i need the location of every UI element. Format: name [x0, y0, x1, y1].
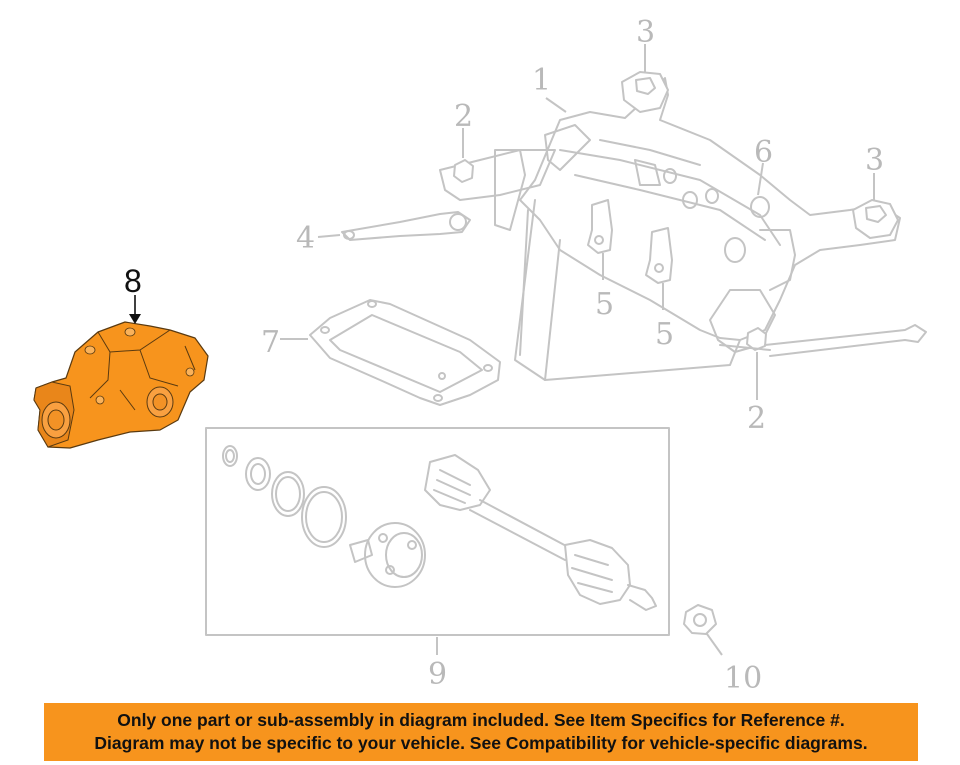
- disclaimer-line-2: Diagram may not be specific to your vehi…: [94, 733, 868, 753]
- callout-8: 8: [124, 263, 142, 299]
- cover-plate: [309, 299, 501, 406]
- leader-lines: [129, 44, 875, 656]
- callout-2-lower: 2: [747, 401, 766, 436]
- callout-5-left: 5: [595, 287, 614, 322]
- mount-bushing-right: [852, 199, 899, 239]
- disclaimer-line-1: Only one part or sub-assembly in diagram…: [117, 710, 845, 730]
- callout-labels: 1 2 3 3 6 4 5 5 7 2 9 10 8: [124, 15, 884, 696]
- lateral-rod: [719, 324, 927, 357]
- axle-kit-box: [205, 427, 670, 636]
- bolt-lower: [746, 327, 767, 351]
- callout-9: 9: [428, 657, 447, 692]
- cv-joint: [349, 522, 426, 588]
- mount-bushing-top: [621, 71, 669, 113]
- drive-shaft: [424, 454, 657, 611]
- differential-highlighted: [33, 321, 209, 449]
- disclaimer-banner: Only one part or sub-assembly in diagram…: [44, 703, 918, 761]
- axle-nut: [683, 604, 717, 635]
- trailing-arm: [341, 211, 471, 241]
- bolt-upper-left: [453, 159, 474, 183]
- callout-10: 10: [724, 661, 762, 696]
- callout-3-right: 3: [865, 143, 884, 178]
- callout-1: 1: [532, 63, 551, 98]
- bracket-left: [587, 199, 613, 254]
- callout-5-right: 5: [655, 317, 674, 352]
- callout-2-upper: 2: [454, 99, 473, 134]
- callout-4: 4: [296, 221, 315, 256]
- callout-7: 7: [261, 325, 280, 360]
- callout-6: 6: [754, 135, 773, 170]
- callout-3-top: 3: [636, 15, 655, 50]
- seal-rings: [222, 445, 347, 548]
- bracket-right: [645, 227, 673, 284]
